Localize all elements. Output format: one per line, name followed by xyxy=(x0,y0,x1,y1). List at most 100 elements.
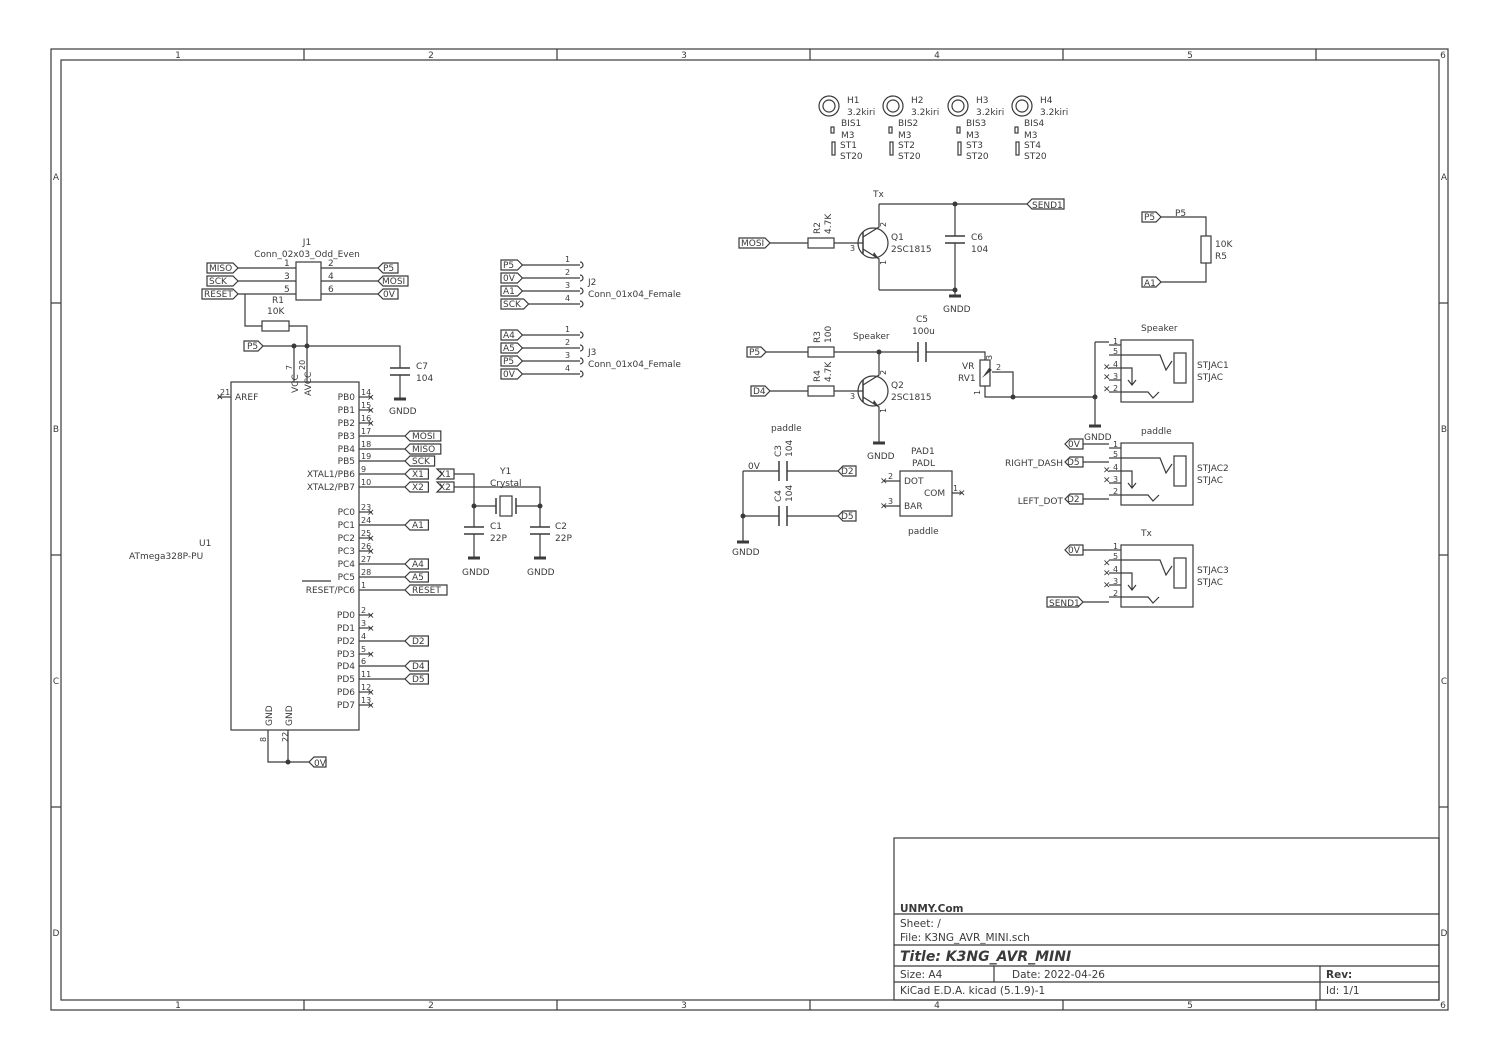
frame-row-d-right: D xyxy=(1441,929,1448,939)
stereo-jacks: Speaker15432STJAC1STJACpaddle15432STJAC2… xyxy=(1083,324,1229,608)
u1-gnd-2: GND xyxy=(285,705,295,726)
r1-value: 10K xyxy=(267,307,285,317)
j2-value: Conn_01x04_Female xyxy=(588,290,681,300)
hole-value: 3.2kiri xyxy=(847,108,875,118)
c2-gnd: GNDD xyxy=(527,568,555,578)
frame-row-c-left: C xyxy=(53,677,59,687)
title-text: Title: K3NG_AVR_MINI xyxy=(900,949,1071,965)
tx-circuit: Tx MOSI R2 4.7K 3 2 1 Q1 2SC1815 C6 104 … xyxy=(738,190,1065,315)
jack-pin-number: 2 xyxy=(1113,487,1118,496)
title-tool: KiCad E.D.A. kicad (5.1.9)-1 xyxy=(900,985,1045,997)
net-label-a4: A4 xyxy=(503,331,515,341)
jack-pin-number: 2 xyxy=(1113,589,1118,598)
frame-col-6-top: 6 xyxy=(1440,51,1446,61)
j2-ref: J2 xyxy=(587,278,596,288)
r2-ref: R2 xyxy=(813,222,823,234)
j1-pin-5: 5 xyxy=(284,285,290,295)
q2-pin-2: 2 xyxy=(879,370,888,375)
u1-pin-name: PC5 xyxy=(338,573,355,583)
frame-col-6-bottom: 6 xyxy=(1440,1001,1446,1011)
vcc-rail: P5 xyxy=(243,340,401,382)
r3-value: 100 xyxy=(824,326,834,343)
net-label-box xyxy=(500,342,524,354)
socket-contact xyxy=(579,331,584,339)
c1-gnd: GNDD xyxy=(462,568,490,578)
u1-pin-number: 15 xyxy=(361,401,371,410)
u1-pin-number: 17 xyxy=(361,427,371,436)
socket-contact xyxy=(579,261,584,269)
u1-pin-name: PB1 xyxy=(338,406,355,416)
net-label-mosi: MOSI xyxy=(382,277,405,287)
net-label-box xyxy=(500,285,524,297)
u1-pin-number: 27 xyxy=(361,555,371,564)
socket-contact xyxy=(579,300,584,308)
net-label-box xyxy=(404,455,436,467)
sheet-frame: 1 2 3 4 5 6 1 2 3 4 5 6 A B C D A B C D xyxy=(50,48,1449,1011)
mounting-hole-h3: H3 3.2kiri BIS3 M3 ST3 ST20 xyxy=(947,95,1004,162)
hole-m: M3 xyxy=(841,131,855,141)
c7-value: 104 xyxy=(416,374,433,384)
hole-st2: ST20 xyxy=(966,152,989,162)
u1-pin-name: RESET/PC6 xyxy=(306,586,356,596)
u1-pin-name: PC3 xyxy=(338,547,355,557)
net-label-box xyxy=(404,430,442,442)
net-label-box xyxy=(500,329,524,341)
jack-value: STJAC xyxy=(1197,578,1223,588)
connector-pin-number: 4 xyxy=(565,364,570,373)
u1-pin-name: PD5 xyxy=(337,675,355,685)
c1-ref: C1 xyxy=(490,522,502,532)
net-label-box xyxy=(404,481,429,493)
no-connect-mark: ✕ xyxy=(367,548,375,558)
rv1-ref: RV1 xyxy=(958,374,976,384)
net-label-0v: 0V xyxy=(383,290,396,300)
net-label-d5: D5 xyxy=(412,675,425,685)
net-label-a1: A1 xyxy=(503,287,515,297)
connector-pin-number: 3 xyxy=(565,351,570,360)
title-sheet: Sheet: / xyxy=(900,918,941,930)
net-label-box xyxy=(500,368,524,380)
frame-col-1-top: 1 xyxy=(175,51,181,61)
j1-pin-6: 6 xyxy=(328,285,334,295)
u1-pin-number: 18 xyxy=(361,440,371,449)
net-label-p5: P5 xyxy=(503,261,514,271)
socket-contact xyxy=(579,344,584,352)
hole-bis: BIS4 xyxy=(1024,119,1045,129)
c3-ref: C3 xyxy=(774,445,784,457)
pad1-com: COM xyxy=(924,489,945,499)
net-label-0v-u1: 0V xyxy=(314,759,327,769)
net-label-box xyxy=(404,519,429,531)
no-connect-mark: ✕ xyxy=(367,420,375,430)
jack-body xyxy=(1120,339,1194,403)
u1-pin-number: 3 xyxy=(361,619,366,628)
socket-contact xyxy=(579,370,584,378)
u1-vcc: VCC xyxy=(291,374,301,393)
no-connect-mark: ✕ xyxy=(367,689,375,699)
u1-gnd-pin-8: 8 xyxy=(259,737,268,742)
pad1-pin-3: 3 xyxy=(888,497,893,506)
frame-row-a-left: A xyxy=(53,173,60,183)
jack-pin-number: 4 xyxy=(1113,463,1118,472)
jack-ref: STJAC1 xyxy=(1197,361,1229,371)
net-label-0v-jack3: 0V xyxy=(1068,546,1081,556)
net-label-box xyxy=(404,635,429,647)
j1-ref: J1 xyxy=(302,238,311,248)
hole-ref: H4 xyxy=(1040,96,1053,106)
crystal-y1: X1 X2 Y1 Crystal C1 22P C2 22P GNDD GNDD xyxy=(435,467,572,578)
u1-pin-number: 13 xyxy=(361,696,371,705)
u1-pin-name: PD7 xyxy=(337,701,355,711)
hole-st: ST1 xyxy=(840,141,857,151)
frame-row-d-left: D xyxy=(53,929,60,939)
jack-pin-number: 5 xyxy=(1113,450,1118,459)
tx-label: Tx xyxy=(872,190,884,200)
connector-pin-number: 2 xyxy=(565,268,570,277)
c4-value: 104 xyxy=(785,485,795,502)
u1-pin-name: PB0 xyxy=(338,393,356,403)
rv1-pin-3: 3 xyxy=(985,355,994,360)
title-rev: Rev: xyxy=(1326,969,1352,981)
no-connect-mark: ✕ xyxy=(1103,476,1111,486)
c1-value: 22P xyxy=(490,534,507,544)
net-label-d2: D2 xyxy=(412,637,425,647)
j1-pin-1: 1 xyxy=(284,259,290,269)
net-label-d2-jack2: D2 xyxy=(1067,495,1080,505)
r1-ref: R1 xyxy=(272,296,284,306)
